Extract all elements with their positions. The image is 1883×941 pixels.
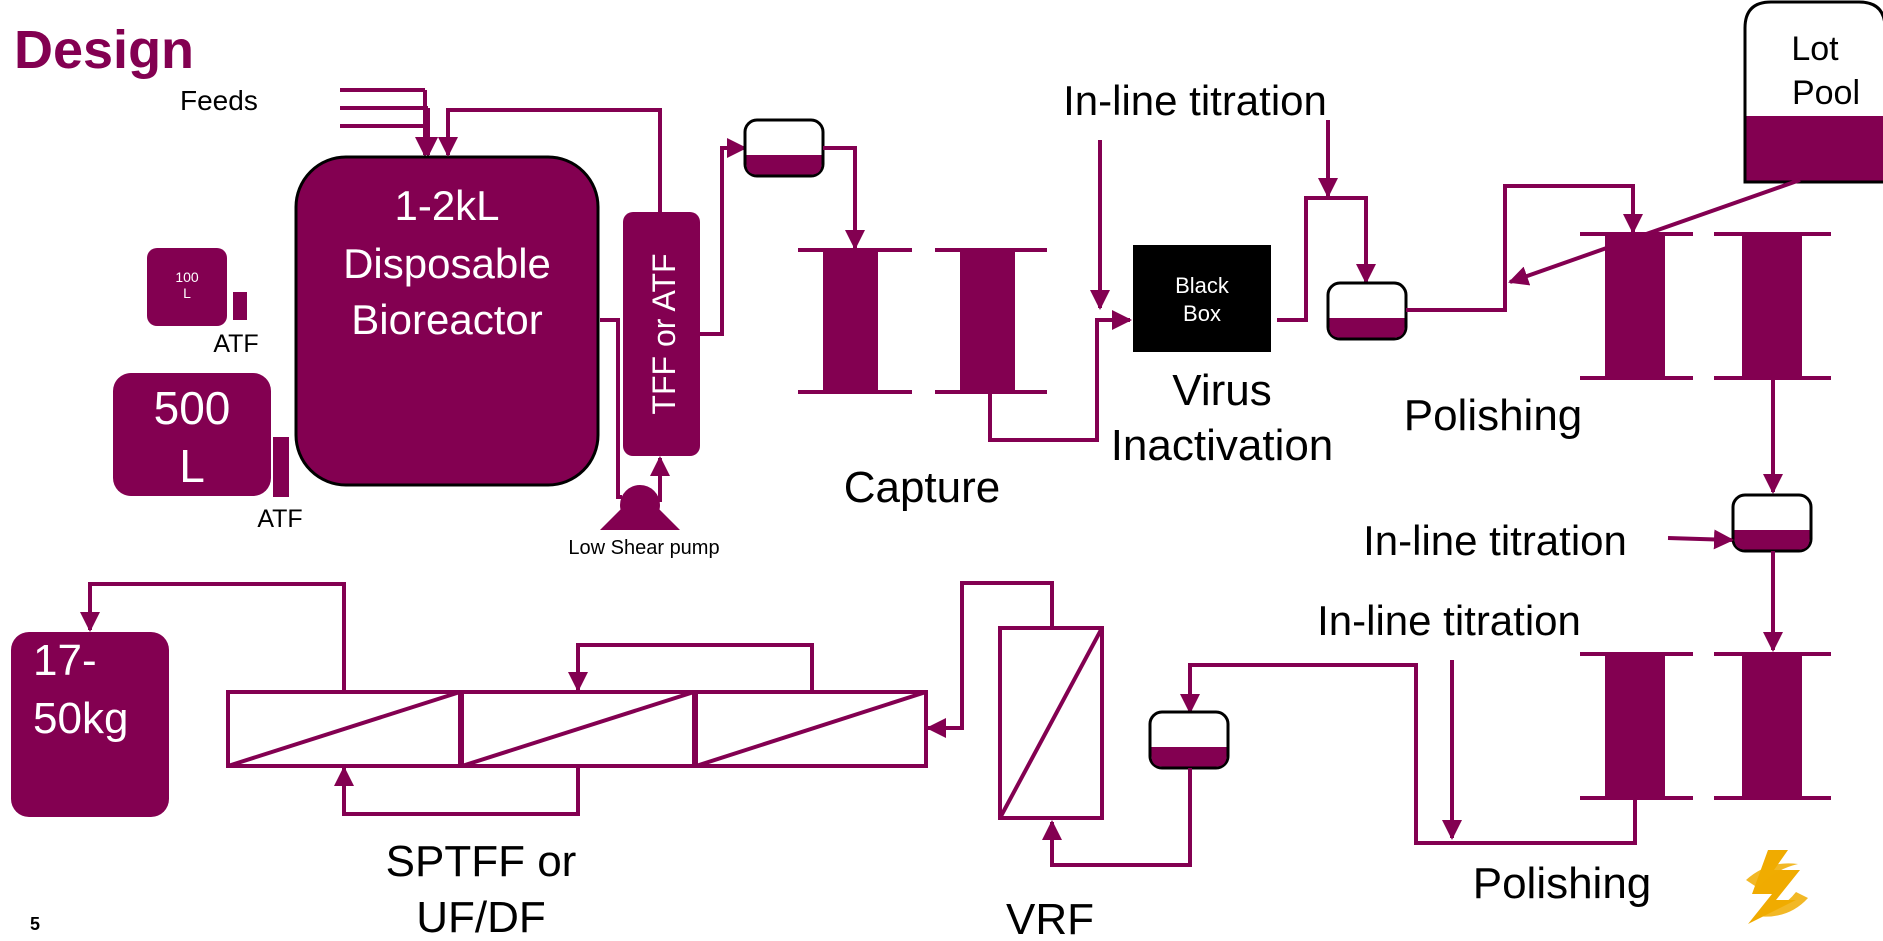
- lot-pool-tank: [1743, 0, 1883, 184]
- harvest-line: [700, 138, 747, 336]
- vessel-500l-label-2: L: [179, 440, 205, 492]
- blackbox-to-tank2-line: [1277, 196, 1376, 322]
- tank2-to-polishing-line: [1406, 184, 1643, 312]
- slide-title: Design: [14, 20, 194, 80]
- polishing-column-2: [1714, 232, 1831, 380]
- sptff-label-1: SPTFF or: [386, 837, 577, 886]
- uf-to-product-line: [80, 582, 346, 692]
- polishing-column-1: [1580, 232, 1693, 380]
- vessel-100l: [147, 248, 227, 326]
- polishing2-to-tank4-line: [1180, 663, 1637, 845]
- product-vessel: [11, 632, 169, 817]
- feeds-label: Feeds: [180, 85, 258, 116]
- vessel-100l-label-2: L: [183, 285, 191, 301]
- capture-column-2: [935, 248, 1047, 394]
- virus-inactivation-label-2: Inactivation: [1111, 421, 1334, 470]
- atf-small-label: ATF: [213, 330, 258, 358]
- recycle-line: [438, 108, 662, 215]
- hold-tank-3: [1731, 493, 1813, 553]
- tff-atf-label: TFF or ATF: [646, 253, 682, 414]
- low-shear-pump-label: Low Shear pump: [568, 537, 719, 559]
- product-label-2: 50kg: [33, 694, 128, 743]
- lot-pool-to-polishing-line: [1508, 178, 1801, 286]
- black-box: [1133, 245, 1271, 352]
- vessel-500l-label-1: 500: [154, 382, 231, 434]
- vessel-500l: [113, 373, 271, 496]
- inline-titration-label-1: In-line titration: [1063, 77, 1327, 124]
- black-box-label-1: Black: [1175, 273, 1230, 298]
- hold-tank-1: [743, 118, 825, 178]
- hold-tank-2: [1326, 281, 1408, 341]
- vrf-to-uf-line: [926, 581, 1054, 738]
- capture-to-blackbox-line: [988, 310, 1132, 442]
- uf-module-2: [460, 690, 696, 768]
- feed-lines: [340, 88, 438, 157]
- titration-2-line: [1667, 529, 1734, 550]
- inline-titration-label-3: In-line titration: [1317, 597, 1581, 644]
- lot-pool-label-1: Lot: [1791, 30, 1839, 68]
- vrf-filter: [998, 626, 1104, 820]
- bioreactor-label-2: Disposable: [343, 240, 551, 287]
- vrf-label: VRF: [1006, 895, 1094, 941]
- black-box-label-2: Box: [1183, 301, 1221, 326]
- atf-small-unit: [233, 292, 247, 320]
- tff-atf-unit: [623, 212, 700, 456]
- atf-large-label: ATF: [257, 505, 302, 533]
- low-shear-pump: [600, 485, 680, 530]
- tank4-to-vrf-line: [1042, 768, 1192, 867]
- uf-module-1: [226, 690, 462, 768]
- inline-titration-label-2: In-line titration: [1363, 517, 1627, 564]
- polishing-label-1: Polishing: [1404, 391, 1583, 440]
- polishing-column-3: [1580, 652, 1693, 800]
- hold-tank-4: [1148, 710, 1230, 770]
- pump-in-line: [600, 318, 622, 499]
- tank1-to-capture-line: [823, 146, 865, 250]
- uf-recycle-line: [568, 643, 814, 692]
- atf-large-unit: [273, 437, 289, 497]
- virus-inactivation-label-1: Virus: [1172, 366, 1271, 415]
- sptff-label-2: UF/DF: [416, 893, 546, 941]
- capture-label: Capture: [844, 463, 1001, 512]
- capture-column-1: [798, 248, 912, 394]
- uf-module-3: [694, 690, 928, 768]
- bioreactor-label-3: Bioreactor: [351, 296, 542, 343]
- bioreactor: [294, 155, 600, 487]
- page-number: 5: [30, 914, 40, 934]
- vessel-100l-label-1: 100: [175, 269, 199, 285]
- astrazeneca-logo-icon: [1746, 850, 1808, 924]
- polishing-column-4: [1714, 652, 1831, 800]
- product-label-1: 17-: [33, 636, 97, 685]
- lot-pool-label-2: Pool: [1792, 74, 1860, 112]
- polishing-label-2: Polishing: [1473, 859, 1652, 908]
- uf-diafilter-line: [334, 766, 580, 816]
- bioreactor-label-1: 1-2kL: [394, 182, 499, 229]
